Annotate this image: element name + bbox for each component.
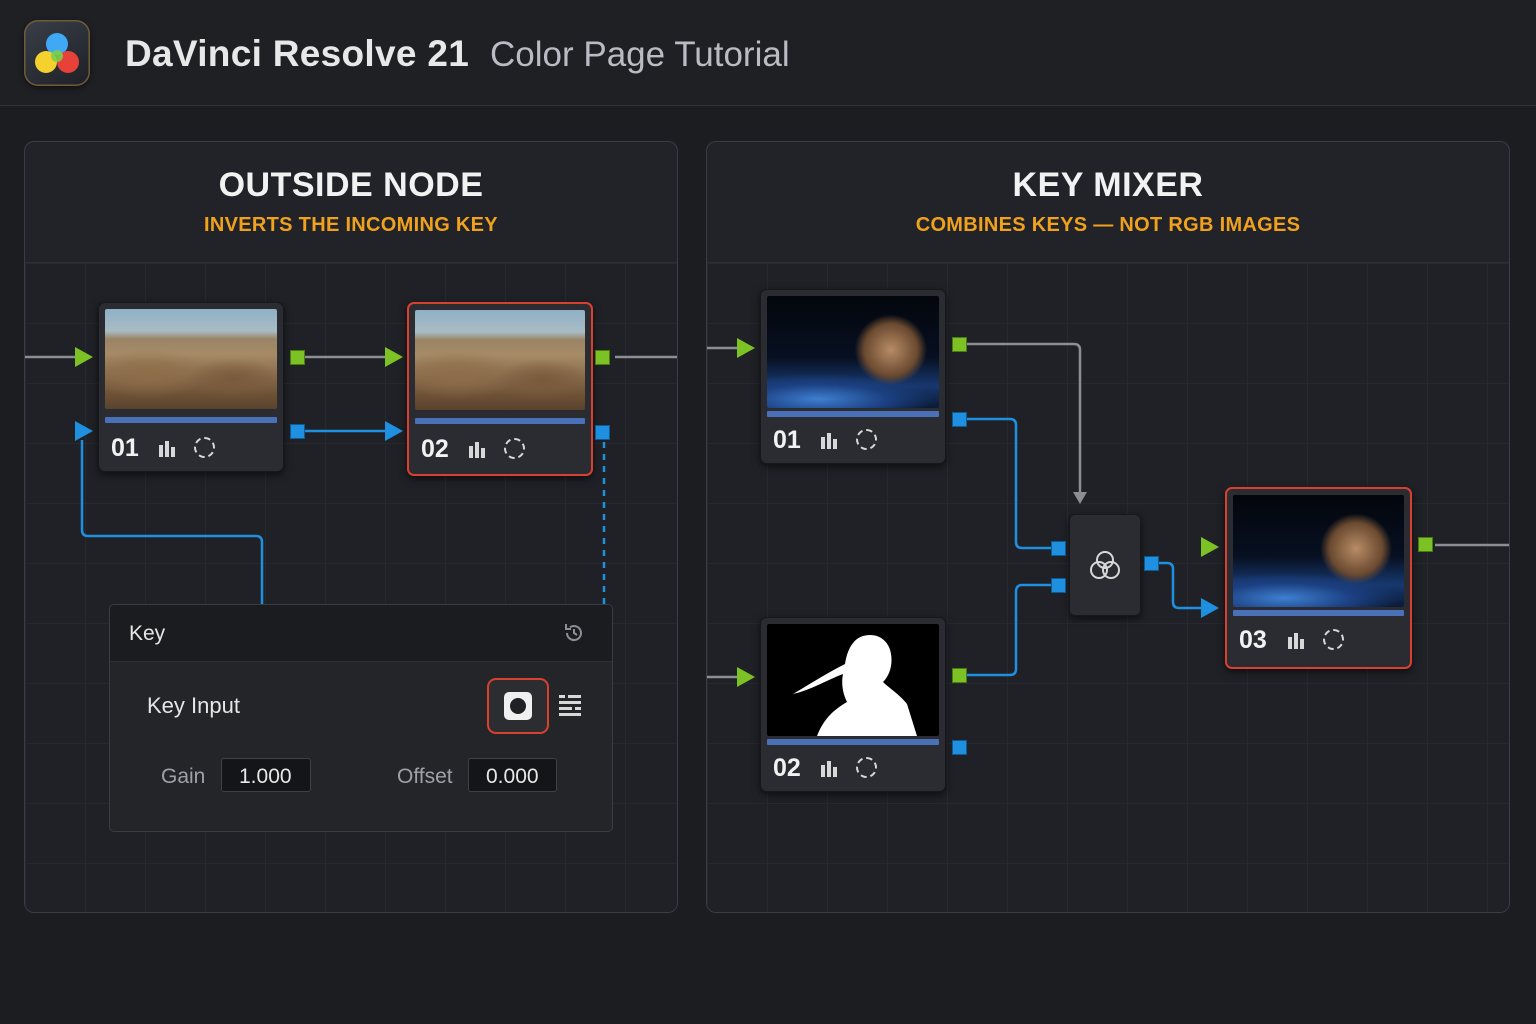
key-input-label: Key Input — [147, 693, 240, 718]
davinci-resolve-logo-icon — [24, 20, 90, 86]
panel-header: OUTSIDE NODE INVERTS THE INCOMING KEY — [25, 142, 677, 263]
reset-icon[interactable] — [562, 621, 586, 645]
outside-node-panel: OUTSIDE NODE INVERTS THE INCOMING KEY 01… — [24, 141, 678, 913]
matte-silhouette — [793, 634, 917, 736]
node-01[interactable]: 01 — [98, 302, 284, 472]
dashed-circle-icon — [194, 437, 215, 458]
gain-field[interactable]: 1.000 — [221, 758, 311, 792]
key-input-port[interactable] — [385, 421, 403, 441]
key-mixer-panel: KEY MIXER COMBINES KEYS — NOT RGB IMAGES… — [706, 141, 1510, 913]
key-palette-title: Key — [129, 622, 166, 645]
node-03[interactable]: 03 — [1225, 487, 1412, 669]
bar-chart-icon — [821, 761, 837, 777]
panel-title: OUTSIDE NODE — [218, 166, 484, 204]
rgb-output-port[interactable] — [952, 668, 967, 683]
bar-chart-icon — [469, 442, 485, 458]
dashed-circle-icon — [504, 438, 525, 459]
key-invert-toggle[interactable] — [487, 678, 549, 734]
key-output-port[interactable] — [952, 740, 967, 755]
node-connections — [707, 342, 1509, 679]
rgb-output-port[interactable] — [595, 350, 610, 365]
key-toggle-icon — [504, 692, 532, 720]
dashed-circle-icon — [856, 429, 877, 450]
rgb-output-port[interactable] — [290, 350, 305, 365]
node-thumbnail — [415, 310, 585, 410]
key-input-port[interactable] — [1201, 598, 1219, 618]
key-output-port[interactable] — [595, 425, 610, 440]
key-mixer-node[interactable] — [1069, 514, 1141, 616]
app-title: DaVinci Resolve 21 — [125, 33, 470, 74]
rgb-output-port[interactable] — [1418, 537, 1433, 552]
panel-header: KEY MIXER COMBINES KEYS — NOT RGB IMAGES — [707, 142, 1509, 263]
key-input-port[interactable] — [75, 421, 93, 441]
dashed-circle-icon — [856, 757, 877, 778]
key-palette: Key Key Input Gain 1.000 Offset 0.000 — [109, 604, 613, 832]
key-palette-header: Key — [110, 605, 612, 662]
node-thumbnail — [767, 296, 939, 408]
rgb-input-port[interactable] — [75, 347, 93, 367]
node-02[interactable]: 02 — [760, 617, 946, 792]
panel-subtitle: COMBINES KEYS — NOT RGB IMAGES — [915, 214, 1301, 236]
node-thumbnail — [105, 309, 277, 409]
node-number: 02 — [773, 754, 801, 782]
panel-subtitle: INVERTS THE INCOMING KEY — [204, 214, 498, 236]
rgb-input-port[interactable] — [737, 338, 755, 358]
node-progress-bar — [767, 739, 939, 745]
rgb-output-port[interactable] — [952, 337, 967, 352]
key-mixer-input-2[interactable] — [1051, 578, 1066, 593]
node-02[interactable]: 02 — [407, 302, 593, 476]
options-menu-icon[interactable] — [559, 693, 581, 717]
node-connections — [25, 355, 677, 604]
bar-chart-icon — [1288, 633, 1304, 649]
node-thumbnail — [767, 624, 939, 736]
offset-field[interactable]: 0.000 — [468, 758, 557, 792]
node-progress-bar — [767, 411, 939, 417]
app-header: DaVinci Resolve 21 Color Page Tutorial — [0, 0, 1536, 106]
key-output-port[interactable] — [290, 424, 305, 439]
panel-title: KEY MIXER — [1012, 166, 1204, 204]
page-title: Color Page Tutorial — [490, 35, 790, 74]
node-progress-bar — [105, 417, 277, 423]
node-number: 01 — [773, 426, 801, 454]
node-number: 03 — [1239, 626, 1267, 654]
key-mixer-output[interactable] — [1144, 556, 1159, 571]
node-thumbnail — [1233, 495, 1404, 607]
node-progress-bar — [415, 418, 585, 424]
node-progress-bar — [1233, 610, 1404, 616]
offset-label: Offset — [397, 765, 453, 788]
key-mixer-input-1[interactable] — [1051, 541, 1066, 556]
key-mixer-icon — [1090, 551, 1120, 579]
node-01[interactable]: 01 — [760, 289, 946, 464]
key-output-port[interactable] — [952, 412, 967, 427]
gain-label: Gain — [161, 765, 206, 788]
bar-chart-icon — [821, 433, 837, 449]
rgb-input-port[interactable] — [737, 667, 755, 687]
bar-chart-icon — [159, 441, 175, 457]
node-number: 01 — [111, 434, 139, 462]
node-number: 02 — [421, 435, 449, 463]
rgb-input-port[interactable] — [385, 347, 403, 367]
rgb-input-port[interactable] — [1201, 537, 1219, 557]
dashed-circle-icon — [1323, 629, 1344, 650]
